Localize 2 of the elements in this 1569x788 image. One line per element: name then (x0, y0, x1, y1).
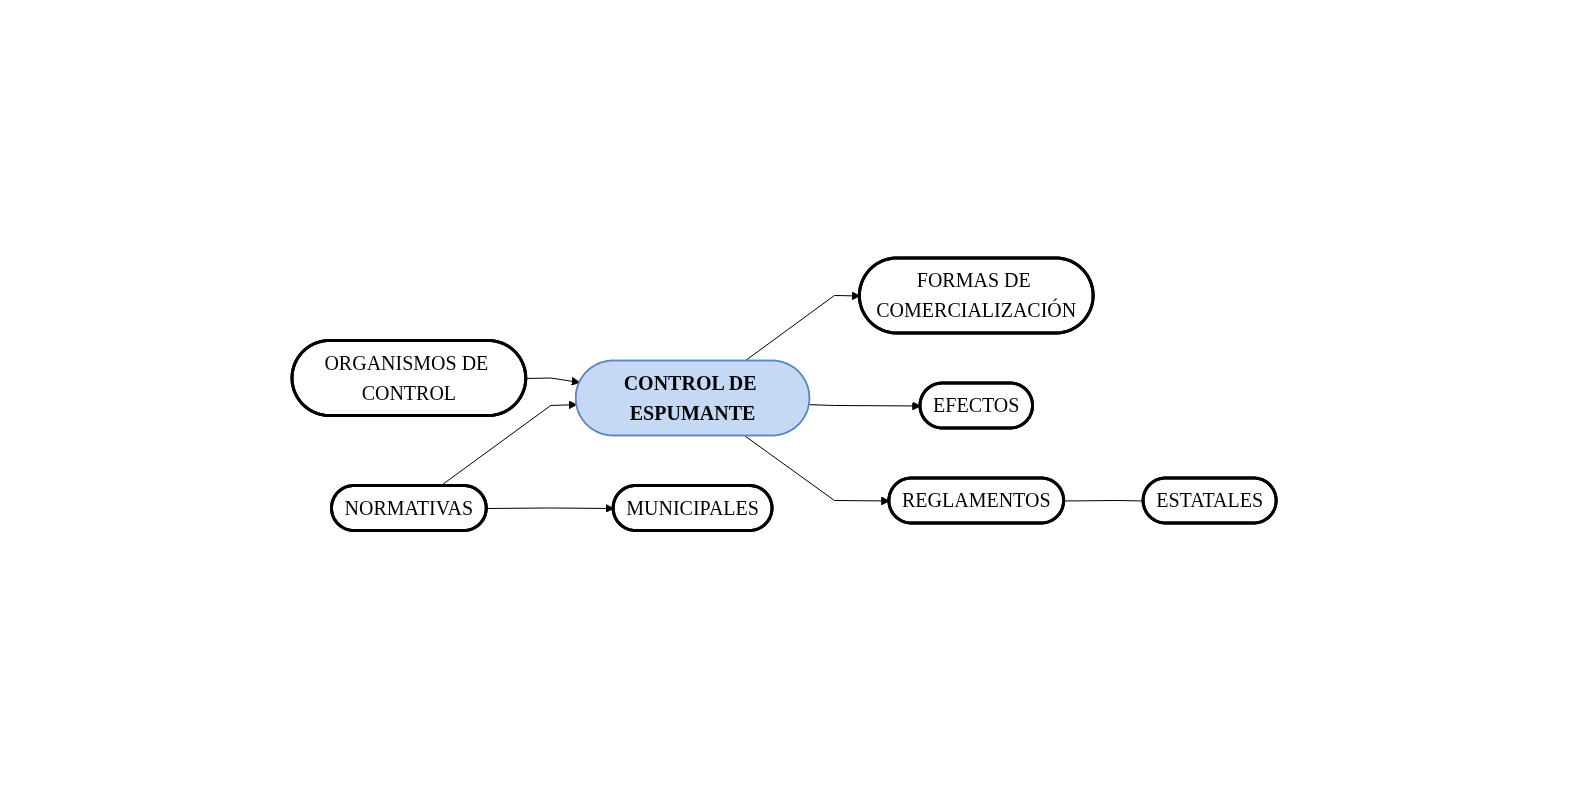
arrow (526, 376, 581, 386)
arrow (744, 291, 861, 362)
